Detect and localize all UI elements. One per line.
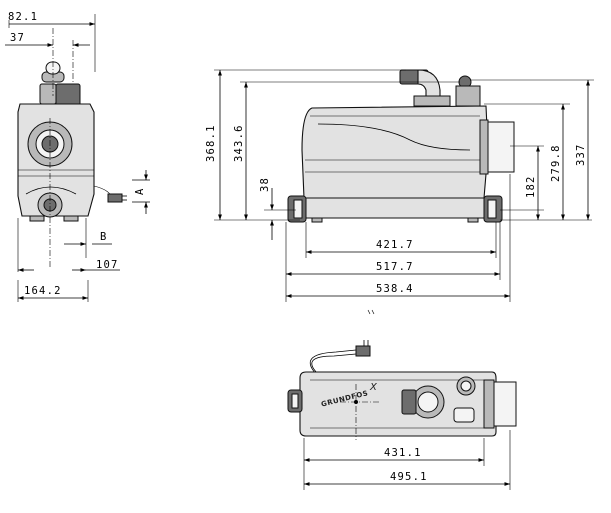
top-view-dimensions: 431.1 495.1 — [303, 430, 511, 490]
dim-279-8: 279.8 — [550, 144, 562, 182]
dim-421-7: 421.7 — [376, 239, 414, 251]
dim-538-4: 538.4 — [376, 283, 414, 295]
dim-368-1: 368.1 — [205, 124, 217, 162]
label-a: A — [134, 187, 146, 195]
brand-x-mark: X — [369, 382, 378, 393]
dim-37: 37 — [10, 32, 25, 44]
dim-495-1: 495.1 — [390, 471, 428, 483]
top-view: GRUNDFOS X — [287, 340, 517, 440]
dim-107: 107 — [96, 259, 119, 271]
dim-38: 38 — [259, 177, 271, 192]
front-view-dimensions: 368.1 343.6 38 182 279.8 337 421.7 — [205, 69, 594, 302]
dim-182: 182 — [525, 175, 537, 198]
dim-343-6: 343.6 — [233, 124, 245, 162]
front-view — [287, 69, 515, 223]
side-view-dimensions: 82.1 37 A B 107 164.2 — [5, 11, 150, 302]
dim-164-2: 164.2 — [24, 285, 62, 297]
dim-337: 337 — [575, 143, 587, 166]
side-view — [17, 28, 127, 268]
dim-82-1: 82.1 — [8, 11, 38, 23]
dim-517-7: 517.7 — [376, 261, 414, 273]
dim-431-1: 431.1 — [384, 447, 422, 459]
label-b: B — [100, 231, 108, 243]
